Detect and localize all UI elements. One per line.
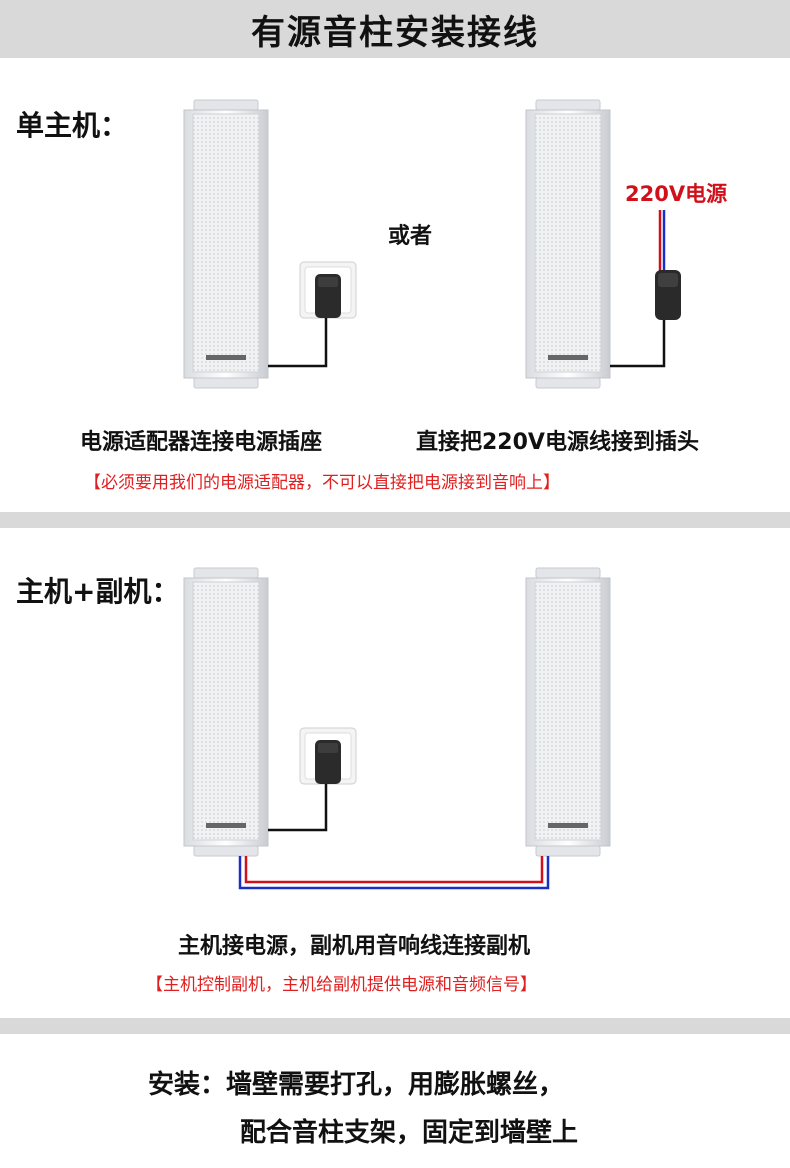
power-cable-right — [610, 320, 666, 368]
single-host-label: 单主机： — [16, 109, 129, 142]
power-cable-pair — [268, 784, 328, 832]
pair-diagram — [183, 567, 611, 890]
section-divider-2 — [0, 1018, 790, 1034]
page-title: 有源音柱安装接线 — [251, 12, 539, 53]
warning-single: 【必须要用我们的电源适配器，不可以直接把电源接到音响上】 — [84, 473, 560, 493]
slave-speaker — [525, 567, 611, 857]
single-host-diagram — [183, 99, 681, 389]
caption-pair: 主机接电源，副机用音响线连接副机 — [178, 934, 531, 959]
header-banner: 有源音柱安装接线 — [0, 0, 790, 58]
install-line-1: 安装：墙壁需要打孔，用膨胀螺丝， — [148, 1070, 565, 1100]
caption-direct: 直接把220V电源线接到插头 — [416, 430, 699, 455]
section-divider-1 — [0, 512, 790, 528]
install-line-2: 配合音柱支架，固定到墙壁上 — [240, 1118, 579, 1148]
caption-adapter: 电源适配器连接电源插座 — [80, 430, 323, 455]
or-text: 或者 — [388, 224, 433, 249]
wall-socket-pair — [299, 727, 357, 785]
voltage-label: 220V电源 — [625, 182, 728, 206]
pair-label: 主机+副机： — [16, 575, 180, 608]
warning-pair: 【主机控制副机，主机给副机提供电源和音频信号】 — [146, 975, 537, 995]
host-speaker — [183, 567, 269, 857]
link-wire-red — [244, 856, 544, 884]
link-wire-blue — [238, 856, 550, 890]
power-cable-left — [268, 318, 328, 368]
